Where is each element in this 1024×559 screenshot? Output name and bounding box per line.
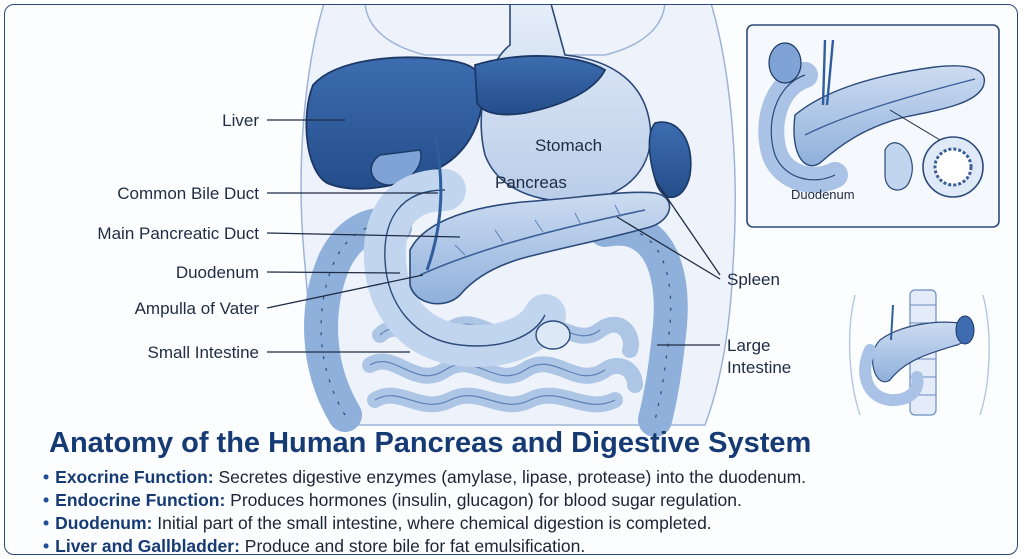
label-liver: Liver: [222, 111, 259, 130]
facts-list: •Exocrine Function: Secretes digestive e…: [43, 466, 1003, 555]
fact-term: Endocrine Function:: [55, 490, 226, 510]
fact-text: Secretes digestive enzymes (amylase, lip…: [213, 467, 807, 487]
spleen: [648, 121, 692, 199]
leader-spleen-2: [616, 216, 721, 280]
label-large-intestine-line1: Large: [727, 336, 770, 355]
fact-term: Duodenum:: [55, 513, 153, 533]
list-item: •Duodenum: Initial part of the small int…: [43, 512, 1003, 535]
bullet: •: [43, 513, 50, 533]
fact-text: Produces hormones (insulin, glucagon) fo…: [225, 490, 742, 510]
spine-inset: [848, 289, 990, 416]
leader-duodenum: [266, 271, 401, 274]
leader-ampulla: [266, 274, 424, 309]
bullet: •: [43, 490, 50, 510]
duodenum: [363, 169, 571, 367]
fact-term: Exocrine Function:: [55, 467, 214, 487]
fact-text: Initial part of the small intestine, whe…: [152, 513, 712, 533]
list-item: •Endocrine Function: Produces hormones (…: [43, 489, 1003, 512]
fact-term: Liver and Gallbladder:: [55, 536, 240, 555]
list-item: • Liver and Gallbladder: Produce and stor…: [43, 535, 1003, 555]
list-item: •Exocrine Function: Secretes digestive e…: [43, 466, 1003, 489]
label-pancreas: Pancreas: [495, 173, 567, 192]
organ-labels: Liver Common Bile Duct Main Pancreatic D…: [97, 111, 791, 377]
pancreas: [409, 191, 671, 305]
leader-spleen-1: [654, 179, 721, 276]
fact-text: Produce and store bile for fat emulsific…: [239, 536, 586, 555]
label-inset-duodenum: Duodenum: [791, 187, 855, 202]
label-main-pancreatic-duct: Main Pancreatic Duct: [97, 224, 259, 243]
anatomy-illustration: Liver Common Bile Duct Main Pancreatic D…: [97, 5, 1000, 437]
bullet: •: [43, 467, 50, 487]
label-spleen: Spleen: [727, 270, 780, 289]
label-small-intestine: Small Intestine: [148, 343, 260, 362]
leader-main-pancreatic-duct: [266, 232, 461, 238]
page-title: Anatomy of the Human Pancreas and Digest…: [49, 427, 812, 459]
label-ampulla: Ampulla of Vater: [135, 299, 260, 318]
label-stomach: Stomach: [535, 136, 602, 155]
bile-duct-drawing: [425, 134, 443, 271]
label-common-bile-duct: Common Bile Duct: [117, 184, 259, 203]
inset-pancreas-detail: Duodenum: [746, 24, 1000, 228]
label-duodenum: Duodenum: [176, 263, 259, 282]
leader-lines: [266, 119, 721, 353]
bullet: •: [43, 536, 50, 555]
label-large-intestine-line2: Intestine: [727, 358, 791, 377]
diagram-frame: Liver Common Bile Duct Main Pancreatic D…: [4, 4, 1018, 555]
